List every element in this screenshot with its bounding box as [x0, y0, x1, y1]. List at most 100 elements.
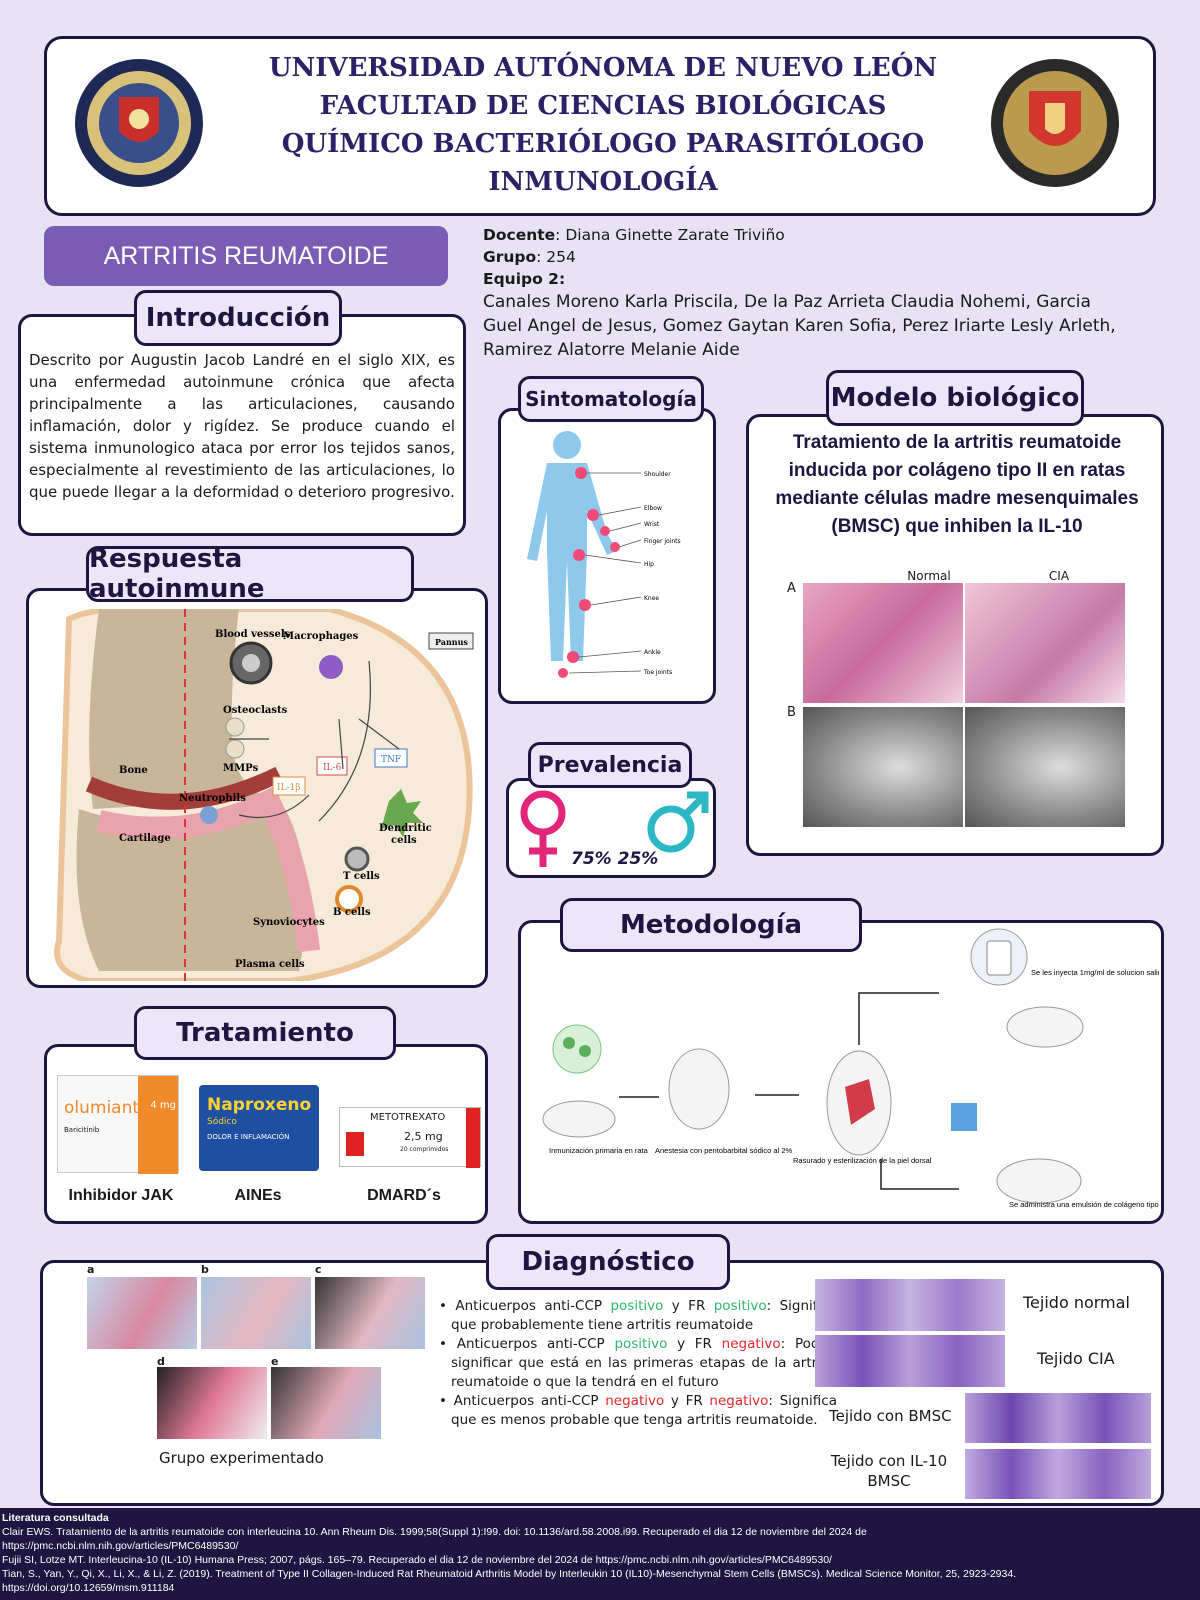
- drug-naproxeno-detail: DOLOR E INFLAMACIÓN: [207, 1133, 290, 1141]
- treatment-label-aines: AINEs: [234, 1187, 282, 1204]
- autoimmune-diagram: Blood vessels Macrophages Pannus Osteocl…: [54, 609, 474, 981]
- model-card: Tratamiento de la artritis reumatoide in…: [746, 414, 1164, 856]
- method-step-4: Se les inyecta 1mg/ml de solucion salina: [1031, 968, 1159, 977]
- diagram-label-macrophages: Macrophages: [283, 631, 359, 642]
- bullet-3-text-a: Anticuerpos anti-CCP: [453, 1393, 606, 1409]
- symptoms-heading: Sintomatología: [518, 376, 704, 422]
- treatment-heading-text: Tratamiento: [176, 1018, 354, 1048]
- histology-cia-image: [965, 583, 1125, 703]
- treatment-label-dmards: DMARD´s: [367, 1187, 441, 1204]
- references-title: Literatura consultada: [2, 1512, 109, 1524]
- bone-upper-shape: [89, 609, 274, 809]
- drug-olumiant-name: olumiant: [64, 1098, 140, 1118]
- bullet-2-fr-result: negativo: [721, 1336, 781, 1352]
- drug-metotrexato-dose: 2,5 mg: [404, 1130, 443, 1143]
- autoimmune-heading-text: Respuesta autoinmune: [89, 544, 265, 604]
- diagnosis-heading-text: Diagnóstico: [521, 1247, 695, 1277]
- bullet-1-fr-result: positivo: [713, 1298, 767, 1314]
- tissue-il10-line1: Tejido con IL-10: [830, 1452, 948, 1470]
- intro-heading: Introducción: [134, 290, 342, 346]
- drug-olumiant-dose: 4 mg: [150, 1100, 176, 1111]
- methodology-card: Inmunización primaria en rata Anestesia …: [518, 920, 1164, 1224]
- docente-label: Docente: [483, 226, 556, 244]
- diagram-label-il1b: IL-1β: [277, 783, 301, 793]
- team-info: Docente: Diana Ginette Zarate Triviño Gr…: [483, 224, 1133, 362]
- symptom-label-1: Elbow: [644, 505, 662, 512]
- reference-line-5: https://doi.org/10.12659/msm.911184: [2, 1582, 175, 1594]
- method-step-2: Anestesia con pentobarbital sódico al 2%: [655, 1146, 793, 1155]
- intro-card: Descrito por Augustin Jacob Landré en el…: [18, 314, 466, 536]
- diagram-label-tnf: TNF: [381, 755, 401, 765]
- symptom-label-6: Ankle: [644, 649, 661, 656]
- diagram-label-bone: Bone: [119, 765, 148, 776]
- diagram-label-pannus: Pannus: [435, 637, 468, 647]
- xray-cia-image: [965, 707, 1125, 827]
- drug-naproxeno[interactable]: Naproxeno Sódico DOLOR E INFLAMACIÓN: [199, 1085, 319, 1171]
- autoimmune-heading: Respuesta autoinmune: [86, 544, 414, 604]
- symptom-label-2: Wrist: [644, 521, 660, 528]
- poster-title-text: ARTRITIS REUMATOIDE: [103, 241, 389, 270]
- header-banner: UNIVERSIDAD AUTÓNOMA DE NUEVO LEÓN FACUL…: [44, 36, 1156, 216]
- diagram-label-osteoclasts: Osteoclasts: [223, 705, 288, 716]
- tissue-cia-label: Tejido CIA: [1037, 1349, 1115, 1368]
- diagram-label-synoviocytes: Synoviocytes: [253, 917, 325, 928]
- reference-line-4: Tian, S., Yan, Y., Qi, X., Li, X., & Li,…: [2, 1568, 1017, 1580]
- histology-normal-image: [803, 583, 963, 703]
- bullet-3-text-b: y FR: [664, 1393, 710, 1409]
- drug-metotrexato-name: METOTREXATO: [370, 1112, 446, 1123]
- diagram-label-plasma: Plasma cells: [235, 959, 305, 970]
- poster-title: ARTRITIS REUMATOIDE: [44, 226, 448, 286]
- prevalence-heading: Prevalencia: [528, 742, 692, 788]
- team-members: Canales Moreno Karla Priscila, De la Paz…: [483, 292, 1116, 360]
- symptom-label-3: Finger joints: [644, 538, 681, 545]
- bullet-2-text-a: Anticuerpos anti-CCP: [456, 1336, 615, 1352]
- diagram-label-blood-vessels: Blood vessels: [215, 629, 291, 640]
- university-seal-icon: [75, 59, 203, 187]
- male-percent: 25%: [617, 849, 659, 869]
- model-label-a: A: [787, 581, 796, 596]
- photo-label-a: a: [87, 1263, 95, 1276]
- model-col-normal: Normal: [907, 569, 951, 583]
- grupo-label: Grupo: [483, 248, 537, 266]
- symptoms-card: Shoulder Elbow Wrist Finger joints Hip K…: [498, 408, 716, 704]
- methodology-heading-text: Metodología: [619, 910, 803, 940]
- female-symbol-icon: [520, 790, 566, 867]
- drug-naproxeno-name: Naproxeno: [207, 1095, 312, 1115]
- diagnosis-bullets: • Anticuerpos anti-CCP positivo y FR pos…: [439, 1297, 837, 1430]
- methodology-diagram: Inmunización primaria en rata Anestesia …: [542, 928, 1159, 1209]
- bullet-3-fr-result: negativo: [709, 1393, 769, 1409]
- paw-photo-e: [271, 1367, 381, 1439]
- reference-line-3: Fujii SI, Lotze MT. Interleucina-10 (IL-…: [2, 1554, 832, 1566]
- drug-olumiant-detail: Baricitinib: [64, 1126, 100, 1134]
- diagram-label-mmps: MMPs: [223, 763, 259, 774]
- drug-metotrexato[interactable]: METOTREXATO 2,5 mg 20 comprimidos: [339, 1107, 481, 1168]
- paw-photo-c: [315, 1277, 425, 1349]
- paw-photo-b: [201, 1277, 311, 1349]
- methodology-heading: Metodología: [560, 898, 862, 952]
- model-subtitle: Tratamiento de la artritis reumatoide in…: [775, 432, 1139, 537]
- bullet-1-text-b: y FR: [663, 1298, 714, 1314]
- method-step-1: Inmunización primaria en rata: [549, 1146, 649, 1155]
- autoimmune-card: Blood vessels Macrophages Pannus Osteocl…: [26, 588, 488, 988]
- drug-olumiant[interactable]: olumiant 4 mg Baricitinib: [57, 1075, 179, 1174]
- diagnosis-bullet-2: • Anticuerpos anti-CCP positivo y FR neg…: [439, 1336, 838, 1390]
- male-symbol-icon: [647, 791, 709, 853]
- diagram-label-il6: IL-6: [323, 763, 342, 773]
- model-heading: Modelo biológico: [826, 370, 1084, 426]
- tissue-normal-image: [815, 1279, 1005, 1331]
- treatment-heading: Tratamiento: [134, 1006, 396, 1060]
- model-heading-text: Modelo biológico: [830, 383, 1080, 413]
- diagram-label-bcells: B cells: [333, 907, 371, 918]
- treatment-label-jak: Inhibidor JAK: [68, 1187, 174, 1204]
- model-label-b: B: [787, 705, 796, 720]
- header-subject: INMUNOLOGÍA: [488, 167, 718, 197]
- intro-heading-text: Introducción: [145, 303, 331, 333]
- bullet-1-text-a: Anticuerpos anti-CCP: [455, 1298, 611, 1314]
- symptom-label-0: Shoulder: [644, 471, 671, 478]
- tissue-il10-line2: BMSC: [867, 1472, 911, 1490]
- header-career: QUÍMICO BACTERIÓLOGO PARASITÓLOGO: [281, 129, 925, 159]
- xray-normal-image: [803, 707, 963, 827]
- tissue-bmsc-label: Tejido con BMSC: [829, 1407, 952, 1425]
- treatment-card: olumiant 4 mg Baricitinib Naproxeno Sódi…: [44, 1044, 488, 1224]
- diagram-label-dendritic: Dendritic: [379, 823, 432, 834]
